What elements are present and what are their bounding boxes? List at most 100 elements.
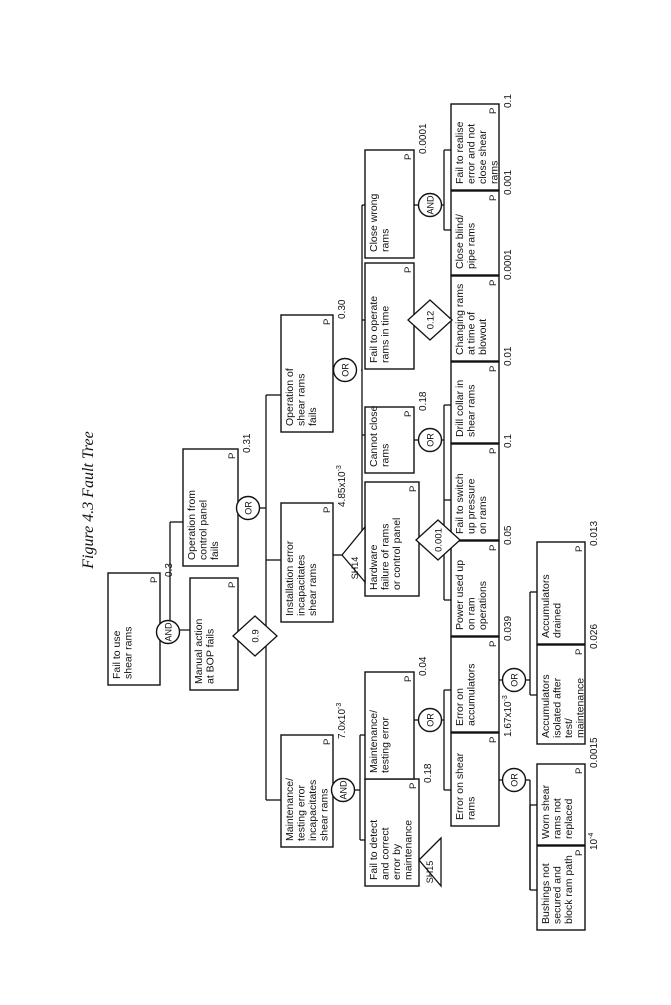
event-label-line: Fail to detect (368, 820, 380, 880)
probability-marker: P (574, 850, 585, 856)
event-box-frame (536, 763, 586, 846)
event-label-line: test/ (563, 718, 575, 738)
probability-marker: P (574, 649, 585, 655)
event-label-line: Hardware (368, 544, 380, 590)
probability-value: 0.026 (589, 624, 600, 649)
event-box-frame (364, 406, 415, 474)
transfer-label: SH14 (350, 557, 360, 580)
probability-marker: P (408, 783, 419, 789)
event-label-line: at time of (466, 312, 478, 355)
diamond-value: 0.9 (251, 629, 262, 642)
event-label-line: close shear (477, 130, 489, 184)
probability-marker: P (403, 676, 414, 682)
gate-circle (417, 427, 443, 453)
gate-label: OR (426, 713, 436, 727)
probability-value: 0.1 (503, 434, 514, 448)
probability-value: 0.0015 (589, 737, 600, 768)
undeveloped-event-fail-operate: 0.12 (407, 299, 453, 341)
event-label-line: and correct (380, 827, 392, 880)
event-label-line: shear rams (296, 373, 308, 426)
event-box-frame (364, 149, 415, 259)
event-label-line: error by (391, 843, 403, 880)
event-label-line: Accumulators (540, 674, 552, 738)
event-label-line: Worn shear (540, 784, 552, 839)
probability-marker: P (488, 545, 499, 551)
event-label-line: Bushings not (540, 863, 552, 924)
diamond-shape (232, 615, 278, 657)
event-label-line: on ram (466, 597, 478, 630)
event-label-line: Fail to use (111, 630, 123, 679)
event-label-line: Error on (454, 688, 466, 726)
event-box-frame (536, 644, 586, 745)
probability-marker: P (403, 267, 414, 273)
diamond-value: 0.12 (426, 311, 437, 330)
or-gate-panel: OR (235, 495, 261, 521)
probability-value: 7.0x10-3 (336, 703, 348, 739)
event-label-line: rams in time (380, 306, 392, 363)
probability-value: 0.31 (242, 433, 253, 453)
event-label-line: testing error (380, 716, 392, 773)
event-label-line: Changing rams (454, 284, 466, 355)
event-label-line: Fail to realise (454, 121, 466, 184)
event-box-frame (280, 734, 334, 848)
event-box-frame (450, 190, 500, 276)
probability-marker: P (574, 768, 585, 774)
probability-marker: P (149, 577, 160, 583)
event-box-frame (450, 540, 500, 637)
event-box-frame (450, 275, 500, 362)
event-label-line: incapacitates (307, 780, 319, 841)
probability-value: 1.67x10-3 (502, 695, 514, 737)
event-box-frame (450, 732, 500, 827)
probability-value: 0.013 (589, 521, 600, 546)
diamond-shape (407, 299, 453, 341)
gate-label: AND (164, 622, 174, 642)
event-label-line: Error on shear (454, 752, 466, 820)
event-label-line: Operation from (186, 490, 198, 560)
event-label-line: Close blind/ (454, 214, 466, 269)
gate-label: OR (426, 433, 436, 447)
event-label-line: error and not (466, 124, 478, 184)
event-box-frame (280, 502, 334, 623)
transfer-sh15: SH15 (418, 836, 442, 888)
gate-circle (501, 667, 527, 693)
gate-label: OR (341, 363, 351, 377)
probability-value: 0.0001 (503, 249, 514, 280)
event-label-line: replaced (563, 799, 575, 839)
probability-marker: P (322, 739, 333, 745)
event-label-line: incapacitates (296, 555, 308, 616)
event-label-line: shear rams (307, 563, 319, 616)
event-label-line: fails (307, 407, 319, 426)
event-box-frame (364, 262, 415, 370)
probability-marker: P (488, 641, 499, 647)
event-box-frame (364, 778, 420, 887)
event-label-line: shear rams (319, 788, 331, 841)
probability-marker: P (488, 737, 499, 743)
probability-marker: P (403, 154, 414, 160)
undeveloped-event-hardware: 0.001 (415, 519, 461, 561)
event-label-line: fails (209, 541, 221, 560)
gate-label: OR (510, 773, 520, 787)
event-box-frame (450, 361, 500, 444)
event-label-line: shear rams (466, 384, 478, 437)
probability-marker: P (322, 319, 333, 325)
event-label-line: rams (489, 161, 501, 184)
probability-value: 0.01 (503, 346, 514, 366)
or-gate-accumulator: OR (501, 667, 527, 693)
gate-circle (417, 707, 443, 733)
event-label-line: block ram path (563, 855, 575, 924)
gate-label: AND (339, 780, 349, 800)
